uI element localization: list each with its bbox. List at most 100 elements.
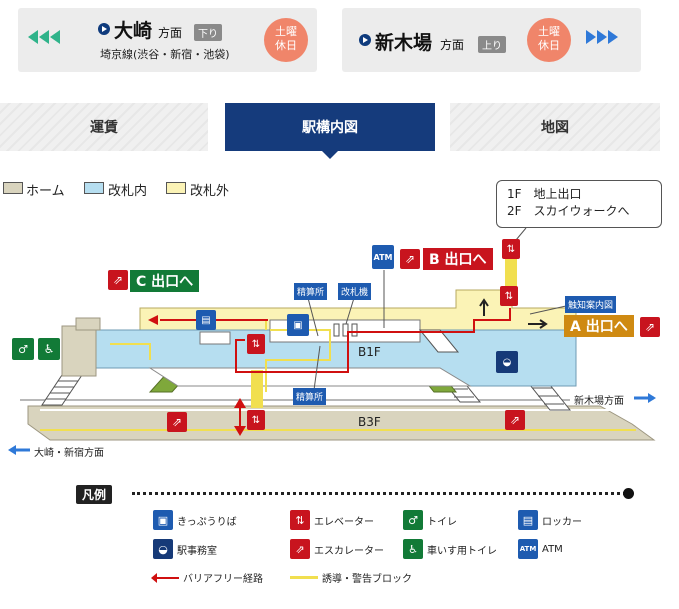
exit-c-label[interactable]: C 出口へ (130, 270, 200, 292)
shinkiba-arrow-icon (648, 393, 656, 403)
legend-item: ▤ ロッカー (518, 510, 582, 530)
elevator-icon: ⇅ (247, 410, 265, 430)
locker-icon: ▤ (518, 510, 538, 530)
elevator-shaft-lower (251, 370, 263, 408)
direction-tag: 上り (478, 36, 506, 53)
barrier-free-route-line (151, 572, 179, 583)
floor-label-b1f: B1F (358, 345, 381, 359)
platform-swatch (3, 182, 23, 194)
toilet-icon: ♂ (403, 510, 423, 530)
ticket-machine-icon: ▣ (153, 510, 173, 530)
stair-upper-right (418, 329, 460, 353)
legend-divider-end (623, 488, 634, 499)
direction-button-shinkiba[interactable]: 新木場 方面 上り 土曜 休日 (342, 8, 641, 72)
elevator-icon: ⇅ (500, 286, 518, 306)
atm-icon: ATM (372, 245, 394, 269)
exit-b-label[interactable]: B 出口へ (423, 248, 493, 270)
wheelchair-toilet-icon: ♿ (38, 338, 60, 360)
stair-left-steps (46, 380, 78, 400)
outside-gate-key-label: 改札外 (190, 184, 230, 199)
leader-fare-upper (307, 297, 319, 337)
direction-arrows-left (28, 30, 60, 44)
legend-item: ♂ トイレ (403, 510, 457, 530)
route-segment-main (235, 308, 511, 373)
play-dot-icon (359, 34, 371, 46)
b3f-platform (27, 405, 656, 441)
toilet-icon: ♂ (12, 338, 34, 360)
fare-adjustment-tag-lower: 精算所 (293, 388, 327, 405)
shinkiba-direction-caption: 新木場方面 (574, 396, 624, 407)
callout-pointer (515, 227, 527, 241)
inside-gate-key-label: 改札内 (108, 184, 148, 199)
elevator-icon: ⇅ (502, 239, 520, 259)
stair-right-steps (532, 387, 564, 405)
tab-map[interactable]: 地図 (450, 103, 660, 151)
route-arrow-up (234, 398, 246, 408)
legend-title: 凡例 (76, 485, 113, 504)
legend-item: ♿ 車いす用トイレ (403, 539, 497, 559)
fare-adjustment-tag: 精算所 (294, 283, 328, 300)
destination-suffix: 方面 (158, 26, 183, 40)
legend-item: ▣ きっぷうりば (153, 510, 237, 530)
b1f-left-platform-top (75, 317, 101, 331)
osaki-arrow-icon (8, 445, 16, 455)
exit-arrow-a (528, 319, 548, 329)
holiday-badge[interactable]: 土曜 休日 (264, 18, 308, 62)
escalator-icon: ⇗ (290, 539, 310, 559)
direction-tag: 下り (194, 24, 222, 41)
direction-button-osaki[interactable]: 大崎 方面 下り 埼京線(渋谷・新宿・池袋) 土曜 休日 (18, 8, 317, 72)
escalator-icon: ⇗ (640, 317, 660, 337)
station-office-icon: ◒ (153, 539, 173, 559)
exit-a-label[interactable]: A 出口へ (564, 315, 634, 337)
leader-fare-lower (313, 345, 321, 391)
inside-gate-swatch (84, 182, 104, 194)
legend-item: ◒ 駅事務室 (153, 539, 217, 559)
ticket-gate-bars (333, 323, 358, 337)
arrow-right-icon (597, 30, 607, 44)
b1f-lower-corridor (148, 367, 472, 387)
leader-tactile (529, 305, 567, 315)
station-office-icon: ◒ (496, 351, 518, 373)
arrow-left-icon (50, 30, 60, 44)
arrow-right-icon (586, 30, 596, 44)
tab-fare[interactable]: 運賃 (0, 103, 208, 151)
platform-key-label: ホーム (26, 184, 65, 199)
play-dot-icon (98, 23, 110, 35)
ticket-machine-icon: ▣ (287, 314, 309, 336)
legend-item: ATM ATM (518, 539, 563, 559)
destination-name: 新木場 (375, 32, 433, 54)
legend-item: バリアフリー経路 (151, 570, 263, 585)
legend-item: ⇅ エレベーター (290, 510, 374, 530)
escalator-icon: ⇗ (108, 270, 128, 290)
arrow-left-icon (28, 30, 38, 44)
legend-item: 誘導・警告ブロック (290, 570, 412, 585)
osaki-direction-caption: 大崎・新宿方面 (34, 448, 104, 459)
wheelchair-toilet-icon: ♿ (403, 539, 423, 559)
floor-label-b3f: B3F (358, 415, 381, 429)
escalator-icon: ⇗ (400, 249, 420, 269)
leader-gate (345, 297, 355, 325)
b1f-kiosk (199, 331, 231, 345)
arrow-right-icon (608, 30, 618, 44)
ticket-gate-tag: 改札機 (338, 283, 372, 300)
escalator-icon: ⇗ (167, 412, 187, 432)
outside-gate-swatch (166, 182, 186, 194)
b1f-left-platform (61, 325, 97, 377)
arrow-left-icon (39, 30, 49, 44)
floor-callout: 1F 地上出口 2F スカイウォークへ (496, 180, 662, 228)
route-arrow-c (148, 315, 158, 325)
line-via: 埼京線(渋谷・新宿・池袋) (100, 48, 230, 61)
elevator-icon: ⇅ (290, 510, 310, 530)
direction-arrows-right (586, 30, 618, 44)
tactile-map-tag: 触知案内図 (565, 296, 617, 313)
route-arrow-down (234, 426, 246, 436)
guide-block-line (290, 576, 318, 579)
destination-suffix: 方面 (440, 38, 465, 52)
destination-name: 大崎 (114, 20, 153, 42)
holiday-badge[interactable]: 土曜 休日 (527, 18, 571, 62)
exit-arrow-b (479, 298, 489, 316)
legend-divider (132, 492, 626, 495)
tab-station-map[interactable]: 駅構内図 (225, 103, 435, 159)
legend-item: ⇗ エスカレーター (290, 539, 384, 559)
